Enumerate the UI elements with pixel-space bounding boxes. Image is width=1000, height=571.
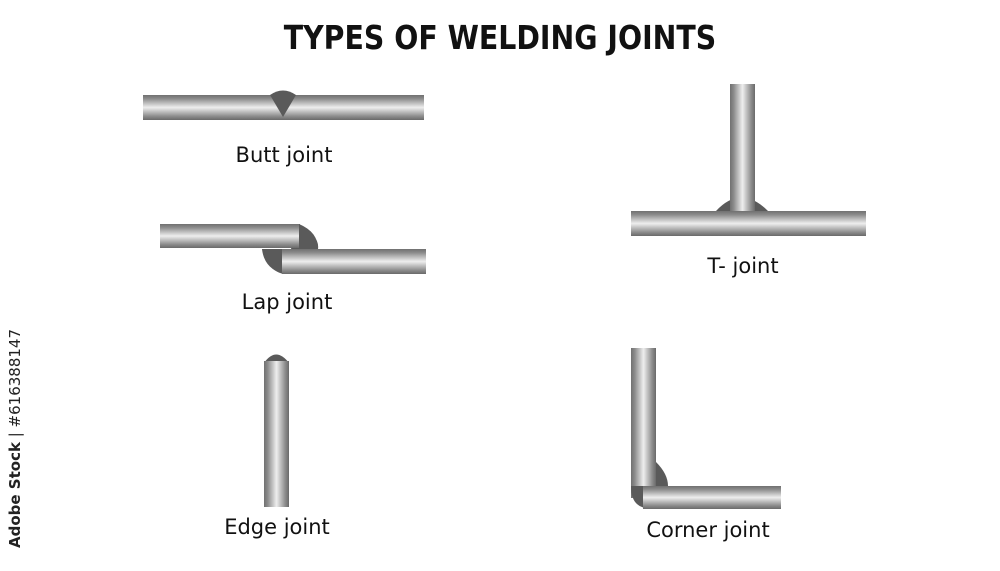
butt-joint-illustration [143, 90, 424, 120]
corner-joint-vertical-plate [631, 348, 656, 498]
edge-joint-weld-bead [264, 354, 289, 363]
page-title: TYPES OF WELDING JOINTS [283, 18, 717, 57]
t-joint-vertical-plate [730, 84, 755, 212]
t-joint-base-plate [631, 211, 866, 236]
lap-joint-label: Lap joint [241, 290, 333, 314]
lap-joint-fillet-weld-lower [262, 249, 283, 274]
lap-joint-illustration [160, 224, 426, 274]
stock-watermark-id: Adobe Stock | #616388147 [6, 329, 24, 548]
corner-joint-fillet-weld [656, 462, 668, 486]
edge-joint-illustration [264, 354, 289, 507]
stock-brand: Adobe Stock [6, 442, 24, 548]
edge-joint-plate [264, 361, 289, 507]
lap-joint-lower-plate [282, 249, 426, 274]
stock-image-id: #616388147 [6, 328, 24, 428]
butt-joint-label: Butt joint [235, 143, 333, 167]
corner-joint-outer-weld [631, 486, 646, 508]
corner-joint-label: Corner joint [646, 518, 770, 542]
t-joint-illustration [631, 84, 866, 236]
corner-joint-horizontal-plate [643, 486, 781, 509]
butt-joint-weld-bead [270, 90, 296, 117]
edge-joint-label: Edge joint [224, 515, 330, 539]
corner-joint-illustration [631, 348, 781, 509]
stock-separator: | [6, 432, 24, 438]
lap-joint-fillet-weld-upper [299, 224, 318, 249]
t-joint-label: T- joint [707, 254, 779, 278]
lap-joint-upper-plate [160, 224, 300, 248]
